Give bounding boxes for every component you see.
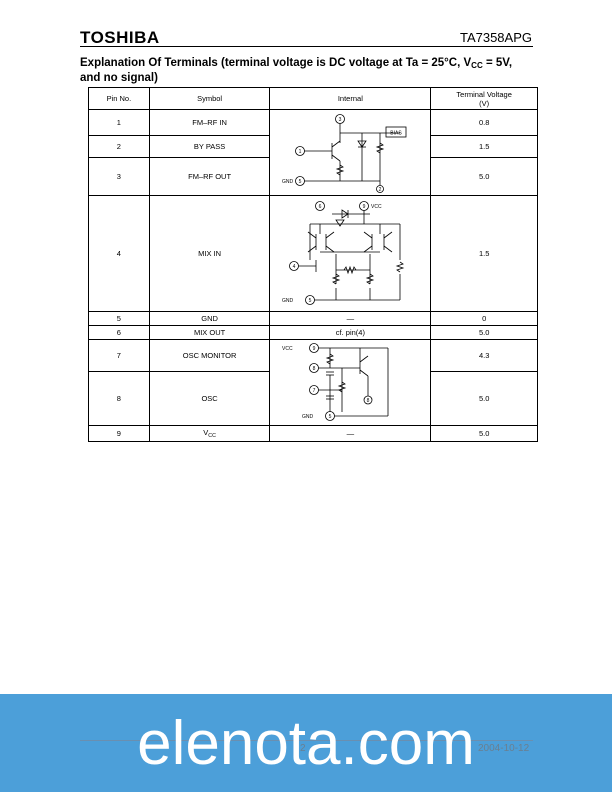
voltage-cell: 0.8 (430, 109, 538, 136)
watermark-banner (0, 694, 612, 792)
pin-8-marker: 8 (313, 366, 316, 372)
rf-circuit-diagram: BIAS GND 3 1 5 2 (282, 113, 407, 193)
symbol-cell: MIX IN (148, 195, 271, 312)
pin-5-marker: 5 (309, 298, 312, 304)
header-voltage-line1: Terminal Voltage (456, 89, 512, 99)
page-number: 2 (300, 743, 306, 754)
internal-diagram-mix: 6 9 VCC 4 GND 5 (269, 195, 432, 312)
pin-3-marker: 3 (339, 117, 342, 123)
pin-5-marker: 5 (299, 179, 302, 185)
company-logo: TOSHIBA (80, 28, 160, 47)
symbol-cell: BY PASS (148, 135, 271, 158)
header-voltage-line2: (V) (479, 98, 490, 108)
section-title-note-sub: CC (471, 61, 483, 70)
osc-circuit-diagram: VCC 9 8 7 8 GND 5 (282, 342, 389, 421)
bias-label: BIAS (391, 130, 403, 136)
header-voltage: Terminal Voltage(V) (430, 87, 538, 110)
internal-cell: — (269, 311, 432, 326)
symbol-cell: OSC MONITOR (148, 339, 271, 372)
voltage-cell: 0 (430, 311, 538, 326)
pin-cell: 5 (88, 311, 150, 326)
watermark-text[interactable]: elenota.com (137, 709, 475, 778)
voltage-cell: 5.0 (430, 325, 538, 340)
symbol-sub: CC (208, 433, 216, 439)
voltage-cell: 4.3 (430, 339, 538, 372)
gnd-label: GND (302, 414, 314, 420)
pin-7-marker: 7 (313, 388, 316, 394)
table-row: 8 OSC 5.0 (88, 371, 538, 426)
voltage-cell: 5.0 (430, 371, 538, 426)
header-rule (80, 46, 533, 47)
pin-8-marker: 8 (367, 398, 370, 404)
section-title: Explanation Of Terminals (terminal volta… (80, 57, 535, 85)
footer-rule (80, 740, 533, 741)
pin-2-marker: 2 (379, 187, 382, 193)
internal-diagram-osc: VCC 9 8 7 8 GND 5 (269, 339, 432, 426)
gnd-label: GND (282, 179, 294, 185)
pin-cell: 6 (88, 325, 150, 340)
pin-9-marker: 9 (363, 204, 366, 210)
table-row: 1 FM–RF IN BIAS GND 3 1 (88, 109, 538, 196)
table-row: 4 MIX IN (88, 195, 538, 312)
pin-cell: 9 (88, 425, 150, 442)
symbol-cell: MIX OUT (148, 325, 271, 340)
pin-9-marker: 9 (313, 346, 316, 352)
pin-cell: 3 (88, 157, 150, 196)
pin-cell: 2 (88, 135, 150, 158)
footer-date: 2004-10-12 (478, 743, 530, 754)
vcc-label: VCC (282, 346, 293, 352)
header-internal: Internal (269, 87, 432, 110)
pin-5-marker: 5 (329, 414, 332, 420)
terminal-table: Pin No. Symbol Internal Terminal Voltage… (88, 87, 538, 442)
symbol-cell: GND (148, 311, 271, 326)
symbol-cell: OSC (148, 371, 271, 426)
symbol-cell: FM–RF IN (148, 109, 271, 136)
internal-cell: — (269, 425, 432, 442)
internal-diagram-rf: BIAS GND 3 1 5 2 (269, 109, 432, 196)
pin-1-marker: 1 (299, 149, 302, 155)
vcc-label: VCC (371, 204, 382, 210)
section-title-bold: Explanation Of Terminals (80, 57, 218, 69)
voltage-cell: 1.5 (430, 195, 538, 312)
table-row: 3 FM–RF OUT 5.0 (88, 157, 538, 196)
table-row: 7 OSC MONITOR VCC (88, 339, 538, 426)
table-row: 6 MIX OUT cf. pin(4) 5.0 (88, 325, 538, 340)
gnd-label: GND (282, 298, 294, 304)
symbol-cell: FM–RF OUT (148, 157, 271, 196)
section-title-note-a: (terminal voltage is DC voltage at Ta = … (217, 57, 472, 69)
symbol-cell: VCC (148, 425, 271, 442)
voltage-cell: 1.5 (430, 135, 538, 158)
pin-6-marker: 6 (319, 204, 322, 210)
symbol-main: V (203, 428, 209, 437)
internal-cell: cf. pin(4) (269, 325, 432, 340)
part-number: TA7358APG (459, 30, 532, 45)
table-row: 2 BY PASS 1.5 (88, 135, 538, 158)
pin-cell: 8 (88, 371, 150, 426)
voltage-cell: 5.0 (430, 157, 538, 196)
header-pin: Pin No. (88, 87, 150, 110)
pin-cell: 7 (88, 339, 150, 372)
pin-cell: 1 (88, 109, 150, 136)
table-row: 5 GND — 0 (88, 311, 538, 326)
pin-cell: 4 (88, 195, 150, 312)
header-symbol: Symbol (148, 87, 271, 110)
table-row: 9 VCC — 5.0 (88, 425, 538, 442)
voltage-cell: 5.0 (430, 425, 538, 442)
section-title-note-b: = 5V, and no signal) (80, 57, 513, 84)
pin-4-marker: 4 (293, 264, 296, 270)
table-header-row: Pin No. Symbol Internal Terminal Voltage… (88, 87, 538, 110)
mixer-circuit-diagram: 6 9 VCC 4 GND 5 (282, 200, 405, 305)
